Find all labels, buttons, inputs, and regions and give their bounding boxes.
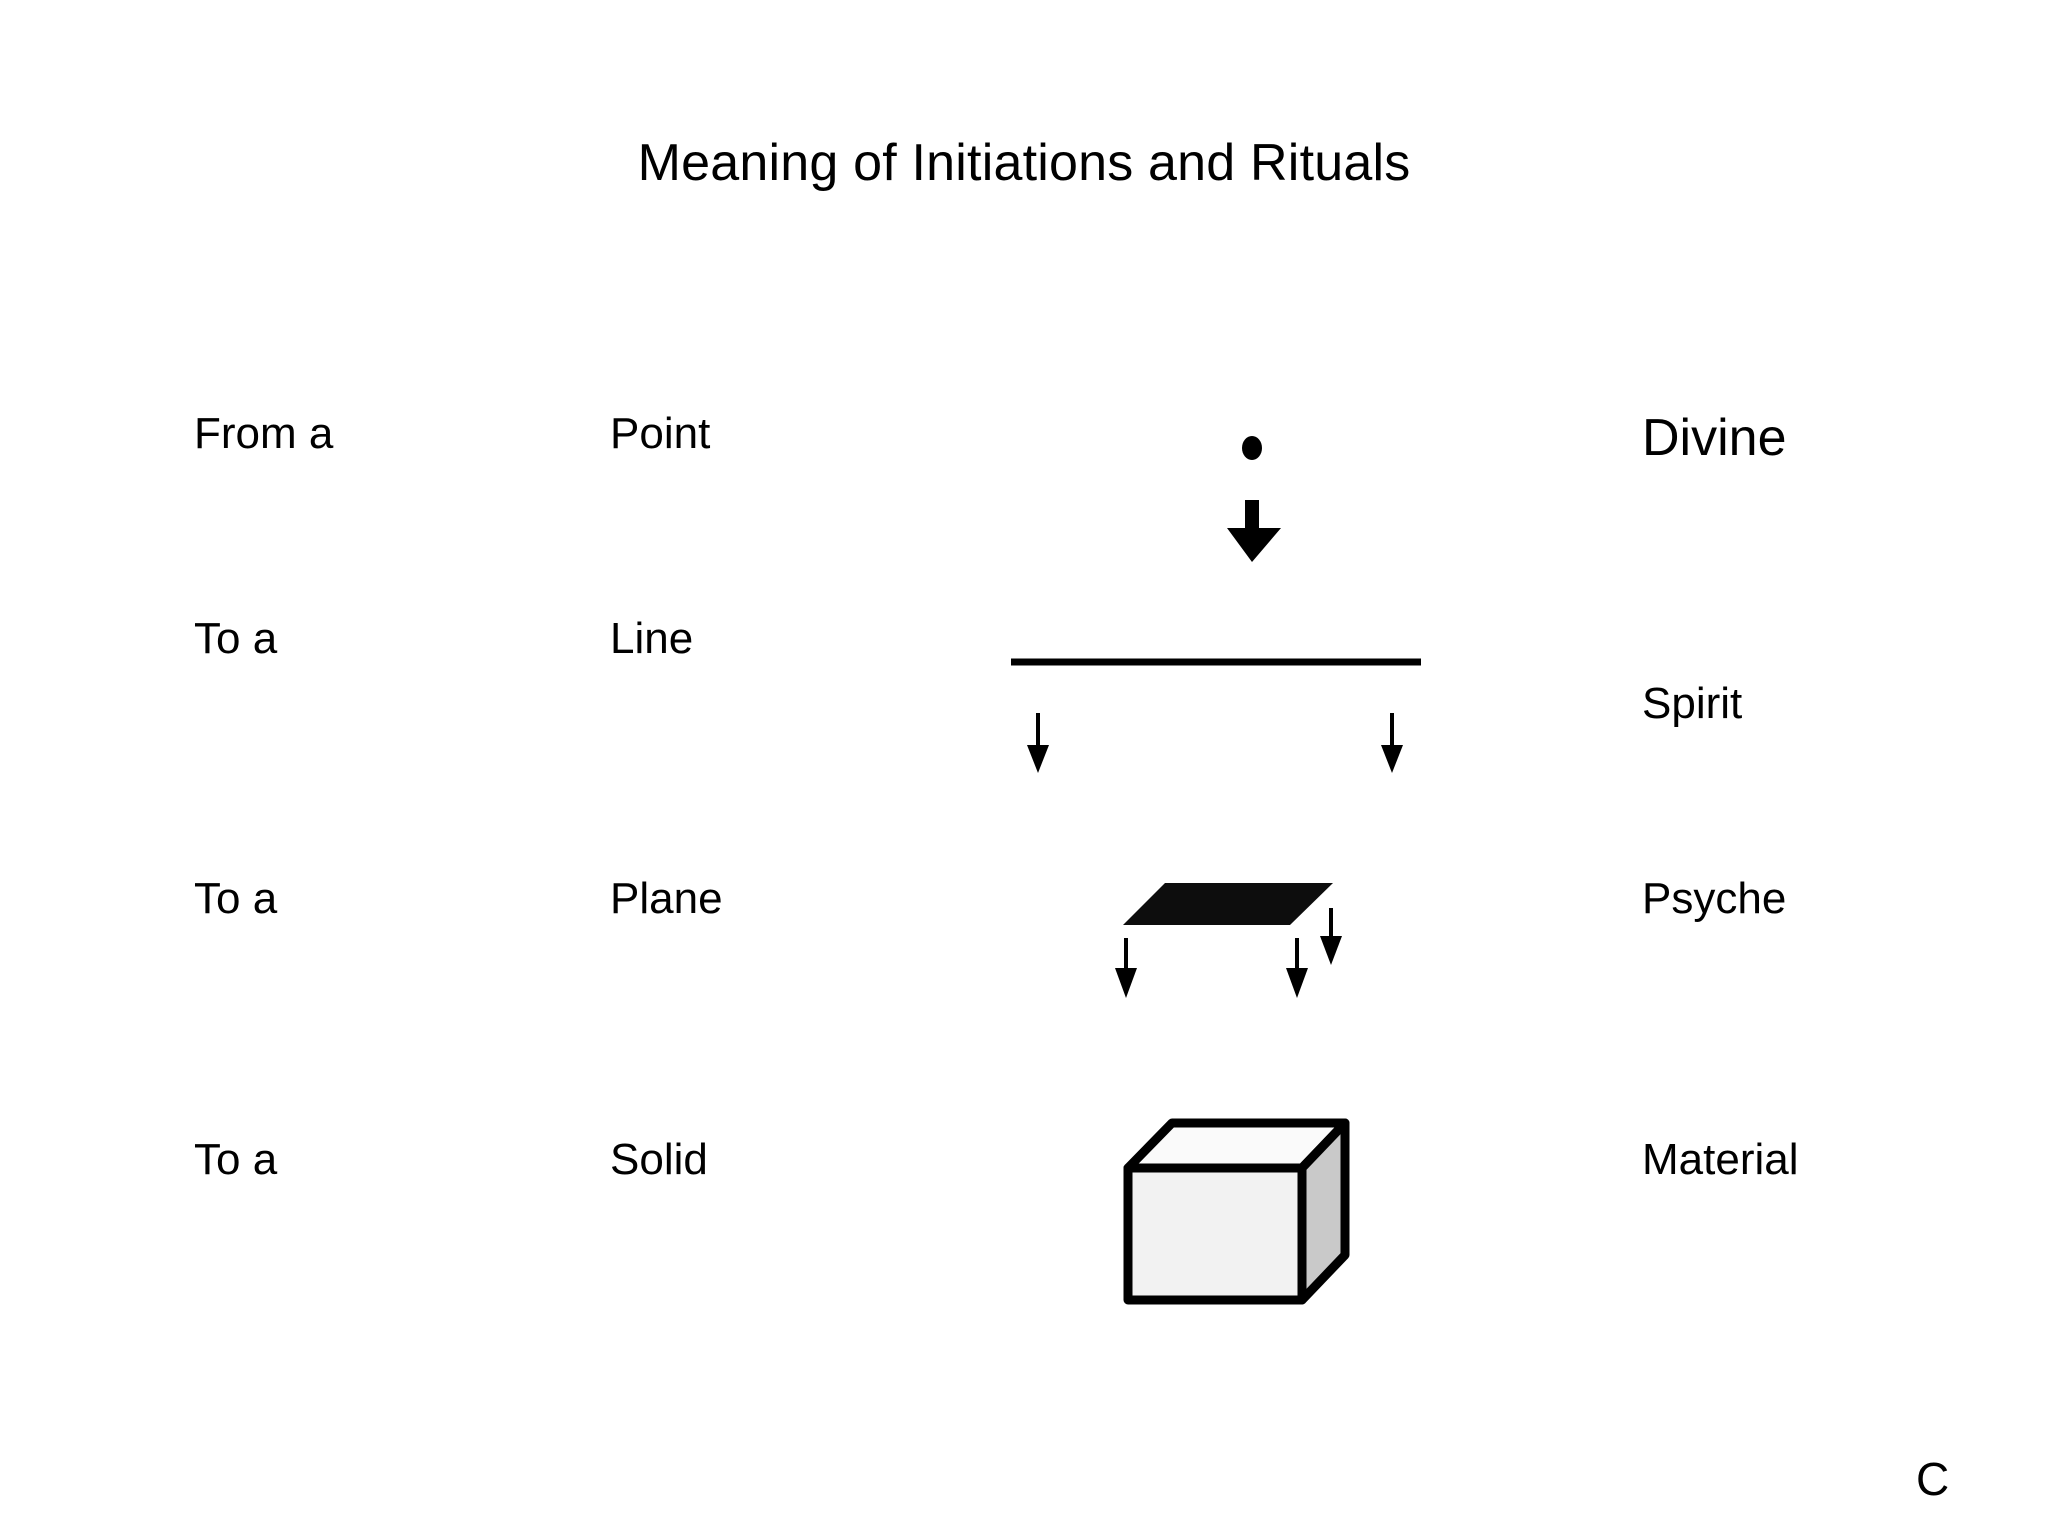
row-1-aspect-label: Divine (1642, 409, 1787, 467)
point-dot-shape (1242, 436, 1262, 460)
row-3-aspect-label: Psyche (1642, 874, 1787, 923)
cube-shape (1123, 1118, 1350, 1305)
page-title: Meaning of Initiations and Rituals (637, 134, 1411, 192)
arrow-point-to-line-icon (1227, 500, 1281, 562)
row-3-shape-label: Plane (610, 874, 723, 923)
footer-letter: C (1916, 1453, 1950, 1505)
row-2-aspect-label: Spirit (1642, 679, 1743, 728)
plane-shape (1123, 883, 1333, 925)
row-4-shape-label: Solid (610, 1135, 708, 1184)
row-2-transition-label: To a (194, 614, 278, 663)
arrow-plane-to-solid-right-icon (1320, 908, 1342, 965)
arrow-plane-to-solid-left-icon (1115, 938, 1137, 998)
cube-side-face (1297, 1118, 1350, 1305)
arrow-line-to-plane-right-icon (1381, 713, 1403, 773)
cube-front-face (1123, 1163, 1307, 1305)
row-1-transition-label: From a (194, 409, 334, 458)
arrow-plane-to-solid-middle-icon (1286, 938, 1308, 998)
row-1-shape-label: Point (610, 409, 711, 458)
arrow-line-to-plane-left-icon (1027, 713, 1049, 773)
row-4-transition-label: To a (194, 1135, 278, 1184)
row-2-shape-label: Line (610, 614, 694, 663)
cube-top-face (1123, 1118, 1350, 1173)
row-3-transition-label: To a (194, 874, 278, 923)
row-4-aspect-label: Material (1642, 1135, 1799, 1184)
